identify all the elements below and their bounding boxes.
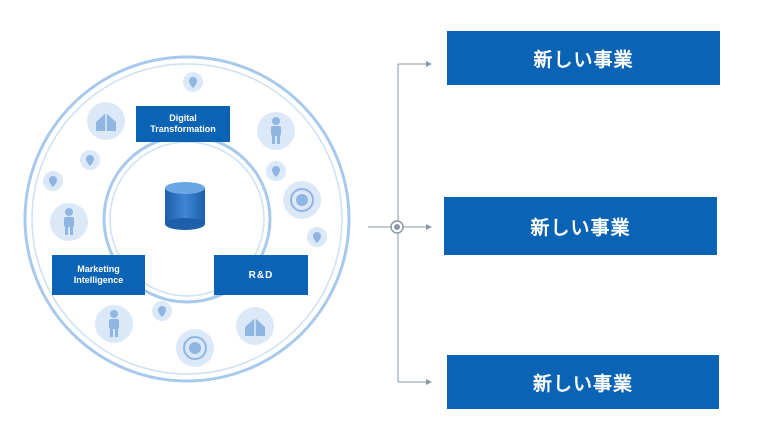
new-business-label-1: 新しい事業	[533, 49, 634, 71]
location-pin-icon	[152, 301, 172, 321]
digital-transformation-line2: Transformation	[150, 124, 216, 134]
hub-node	[390, 220, 404, 234]
location-pin-icon	[43, 171, 63, 191]
marketing-intelligence-line1: Marketing	[77, 264, 120, 274]
location-pin-icon	[183, 72, 203, 92]
rd-box: R&D	[214, 255, 308, 295]
digital-transformation-line1: Digital	[169, 113, 197, 123]
badge-icon	[176, 329, 214, 367]
location-pin-icon	[80, 150, 100, 170]
new-business-label-2: 新しい事業	[530, 217, 631, 239]
new-business-box-1: 新しい事業	[447, 31, 720, 85]
arrow-head	[426, 61, 432, 67]
new-business-label-3: 新しい事業	[532, 373, 633, 395]
badge-icon	[283, 181, 321, 219]
arrow-head	[426, 224, 432, 230]
database-icon	[165, 182, 205, 230]
outer-ring-inner-line	[31, 63, 343, 375]
new-business-box-2: 新しい事業	[444, 197, 717, 255]
rd-label: R&D	[248, 269, 274, 281]
house-icon	[236, 307, 274, 345]
location-pin-icon	[307, 227, 327, 247]
person-icon	[50, 203, 88, 241]
person-icon	[257, 112, 295, 150]
new-business-box-3: 新しい事業	[447, 355, 719, 409]
marketing-intelligence-line2: Intelligence	[73, 275, 124, 285]
person-icon	[95, 305, 133, 343]
house-icon	[87, 102, 125, 140]
location-pin-icon	[266, 161, 286, 181]
inner-ring-inner-line	[109, 141, 265, 297]
arrow-head	[426, 379, 432, 385]
digital-transformation-box: Digital Transformation	[136, 106, 230, 142]
marketing-intelligence-box: Marketing Intelligence	[52, 255, 145, 295]
